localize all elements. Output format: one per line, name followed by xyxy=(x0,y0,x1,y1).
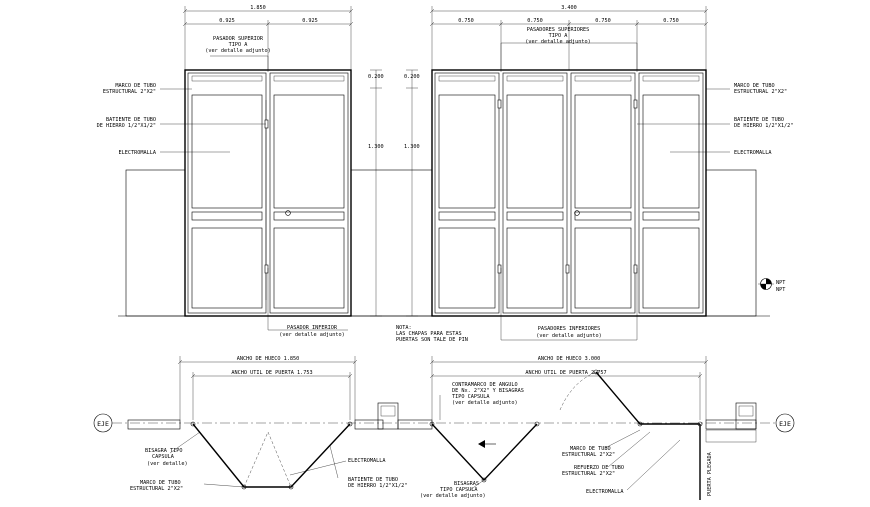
label-refuerzo-1: REFUERZO DE TUBO xyxy=(574,465,624,471)
label-contramarco-1: CONTRAMARCO DE ANGULO xyxy=(452,382,518,388)
left-gate-lock xyxy=(285,210,291,216)
eje-marker-right xyxy=(775,413,795,433)
plan-wall-right xyxy=(705,419,757,430)
dim-height-right: 1.300 xyxy=(404,144,420,150)
masonry-wall-center xyxy=(350,169,433,317)
label-pasadores-superiores-detalle: (ver detalle adjunto) xyxy=(525,39,591,45)
right-gate-leaf-4 xyxy=(638,72,704,314)
dim-right-leaf-3: 0.750 xyxy=(595,18,611,24)
left-gate-leaf-1 xyxy=(187,72,267,314)
label-pasador-superior-tipo: TIPO A xyxy=(229,42,249,48)
label-marco-right-1: MARCO DE TUBO xyxy=(734,83,775,89)
dim-top-band-right: 0.200 xyxy=(404,74,420,80)
left-gate-leaf-2 xyxy=(269,72,349,314)
label-eje-left: EJE xyxy=(97,420,109,428)
left-folding-door xyxy=(190,421,353,490)
dim-height-left: 1.300 xyxy=(368,144,384,150)
plan-column-right xyxy=(735,402,757,430)
label-marco-left-2: ESTRUCTURAL 2"X2" xyxy=(103,89,156,95)
label-bisagras-1: BISAGRAS xyxy=(454,481,479,487)
dim-left-leaf-2: 0.925 xyxy=(302,18,318,24)
label-marco-left-2: ESTRUCTURAL 2"X2" xyxy=(130,486,183,492)
label-pasadores-superiores: PASADORES SUPERIORES xyxy=(527,27,589,33)
label-nota-3: PUERTAS SON TALE DE PIN xyxy=(396,337,468,343)
label-pasadores-inferiores: PASADORES INFERIORES xyxy=(538,326,600,332)
dim-right-leaf-4: 0.750 xyxy=(663,18,679,24)
plan-wall-left xyxy=(127,419,181,430)
npt-level-marker xyxy=(758,278,774,290)
label-batiente-right-2: DE HIERRO 1/2"X1/2" xyxy=(734,123,793,129)
hinge-marks xyxy=(264,99,638,274)
label-contramarco-3: TIPO CAPSULA xyxy=(452,394,490,400)
label-pasadores-inferiores-detalle: (ver detalle adjunto) xyxy=(536,333,602,339)
label-eje-right: EJE xyxy=(779,420,791,428)
label-bisagra-left-2: CAPSULA xyxy=(152,454,175,460)
label-batiente-1: BATIENTE DE TUBO xyxy=(348,477,398,483)
label-bisagras-3: (ver detalle adjunto) xyxy=(420,493,486,499)
label-electromalla-right: ELECTROMALLA xyxy=(586,489,624,495)
label-bisagra-left-1: BISAGRA TIPO xyxy=(145,448,182,454)
elevation-leaders xyxy=(160,42,730,341)
dim-overall-left: 1.850 xyxy=(250,5,266,11)
dim-overall-right: 3.400 xyxy=(561,5,577,11)
label-batiente-2: DE HIERRO 1/2"X1/2" xyxy=(348,483,407,489)
dim-right-leaf-2: 0.750 xyxy=(527,18,543,24)
label-electromalla: ELECTROMALLA xyxy=(348,458,386,464)
masonry-wall-right xyxy=(705,169,757,317)
right-gate-frame xyxy=(431,69,707,317)
plan-wall-center-right xyxy=(397,419,433,430)
plan-column-center xyxy=(377,402,399,430)
label-pasador-superior: PASADOR SUPERIOR xyxy=(213,36,264,42)
label-npt-1: NPT xyxy=(776,280,785,286)
dim-left-leaf-1: 0.925 xyxy=(219,18,235,24)
plan-dimensions xyxy=(177,356,709,420)
label-pasador-superior-detalle: (ver detalle adjunto) xyxy=(205,48,271,54)
label-pasador-inferior-detalle: (ver detalle adjunto) xyxy=(279,332,345,338)
vertical-dimensions xyxy=(370,69,418,317)
label-marco-right-2: ESTRUCTURAL 2"X2" xyxy=(562,452,615,458)
right-gate-lock xyxy=(574,210,580,216)
masonry-wall-left xyxy=(125,169,186,317)
label-ancho-util-right: ANCHO UTIL DE PUERTA 2.757 xyxy=(525,370,606,376)
label-marco-right-2: ESTRUCTURAL 2"X2" xyxy=(734,89,787,95)
label-ancho-hueco-left: ANCHO DE HUECO 1.850 xyxy=(237,356,299,362)
direction-arrow-icon xyxy=(478,440,496,448)
plan-leaders xyxy=(169,395,681,491)
label-contramarco-4: (ver detalle adjunto) xyxy=(452,400,518,406)
label-marco-left-1: MARCO DE TUBO xyxy=(140,480,181,486)
label-pasadores-superiores-tipo: TIPO A xyxy=(549,33,569,39)
label-batiente-left-2: DE HIERRO 1/2"X1/2" xyxy=(97,123,156,129)
label-electromalla-left: ELECTROMALLA xyxy=(119,150,157,156)
label-npt-2: NPT xyxy=(776,287,785,293)
label-refuerzo-2: ESTRUCTURAL 2"X2" xyxy=(562,471,615,477)
right-gate-leaf-2 xyxy=(502,72,568,314)
label-pasador-inferior: PASADOR INFERIOR xyxy=(287,325,338,331)
dim-top-band-left: 0.200 xyxy=(368,74,384,80)
right-gate-leaf-1 xyxy=(434,72,500,314)
elevation-view: 1.850 3.400 0.925 0.925 0.750 0.750 0.75… xyxy=(97,5,794,343)
label-nota-2: LAS CHAPAS PARA ESTAS xyxy=(396,331,462,337)
label-marco-right-1: MARCO DE TUBO xyxy=(570,446,611,452)
label-ancho-util-left: ANCHO UTIL DE PUERTA 1.753 xyxy=(231,370,312,376)
label-marco-left-1: MARCO DE TUBO xyxy=(115,83,156,89)
label-ancho-hueco-right: ANCHO DE HUECO 3.000 xyxy=(538,356,600,362)
label-batiente-left-1: BATIENTE DE TUBO xyxy=(106,117,156,123)
label-electromalla-right: ELECTROMALLA xyxy=(734,150,772,156)
label-bisagra-left-3: (ver detalle) xyxy=(147,461,188,467)
plan-wall-center-left xyxy=(354,419,384,430)
dim-right-leaf-1: 0.750 xyxy=(458,18,474,24)
eje-marker-left xyxy=(93,413,113,433)
label-puerta-plegada: PUERTA PLEGADA xyxy=(707,451,713,496)
label-bisagras-2: TIPO CAPSULA xyxy=(440,487,478,493)
right-gate-leaf-3 xyxy=(570,72,636,314)
label-nota-1: NOTA: xyxy=(396,325,412,331)
label-batiente-right-1: BATIENTE DE TUBO xyxy=(734,117,784,123)
label-contramarco-2: DE Nx. 2"X2" Y BISAGRAS xyxy=(452,388,524,394)
plan-view: ANCHO DE HUECO 1.850 ANCHO UTIL DE PUERT… xyxy=(93,356,795,500)
